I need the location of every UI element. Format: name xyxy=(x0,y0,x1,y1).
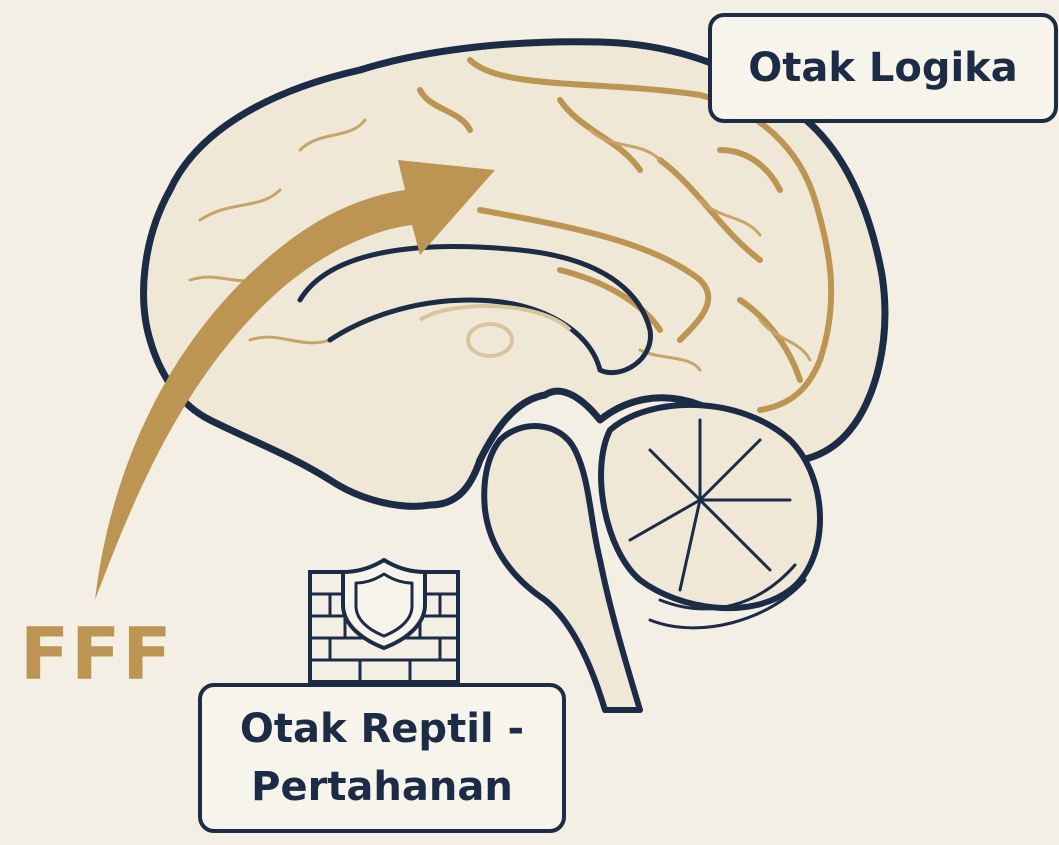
reptile-brain-text-line1: Otak Reptil - xyxy=(240,700,524,758)
logic-brain-label: Otak Logika xyxy=(708,13,1058,123)
cerebellum xyxy=(601,405,820,628)
reptile-brain-label: Otak Reptil - Pertahanan xyxy=(198,683,566,833)
reptile-brain-text-line2: Pertahanan xyxy=(251,758,513,816)
fff-label: FFF xyxy=(20,612,174,696)
logic-brain-text: Otak Logika xyxy=(748,45,1018,91)
